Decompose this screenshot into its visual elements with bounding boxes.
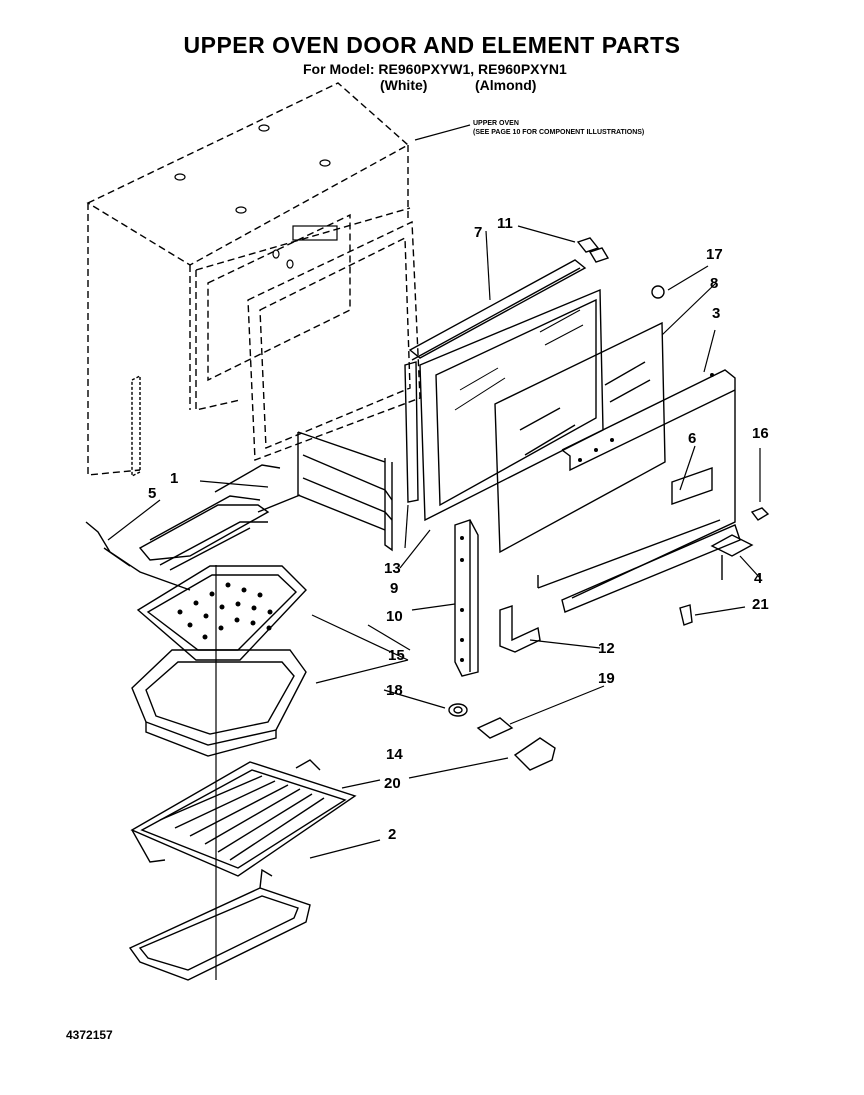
clip-21 [679,604,693,626]
callout-18: 18 [386,682,403,699]
callout-8: 8 [710,275,719,292]
callout-4: 4 [754,570,763,587]
side-panel-5 [85,521,191,591]
plate-19 [476,717,514,739]
variant-almond: (Almond) [475,77,537,93]
callout-3: 3 [712,305,721,322]
callout-21: 21 [752,596,769,613]
inner-door-frame-9 [419,288,604,522]
callout-11: 11 [497,215,513,232]
cavity-vent-strip [131,374,141,478]
upper-oven-note: UPPER OVEN (SEE PAGE 10 FOR COMPONENT IL… [473,119,644,137]
latch-plate-20 [513,737,556,771]
callout-17: 17 [706,246,723,263]
callout-1: 1 [170,470,179,487]
callout-20: 20 [384,775,401,792]
broil-rack-14 [130,759,357,877]
cavity-screw-holes [174,124,338,269]
broiler-pan-15 [131,649,307,757]
callout-5: 5 [148,485,157,502]
hinge-channel-holes [460,536,464,662]
bracket-12 [499,605,541,653]
page-title: UPPER OVEN DOOR AND ELEMENT PARTS [183,32,681,58]
screws-11 [576,237,610,263]
callout-2: 2 [388,826,397,843]
document-number: 4372157 [66,1028,113,1042]
callout-10: 10 [386,608,403,625]
callout-13: 13 [384,560,401,577]
outer-glass-8 [494,321,666,554]
callout-14: 14 [386,746,403,763]
glass-reflection [454,309,584,411]
side-trim-13 [404,361,419,503]
door-holes [578,373,714,462]
callout-7: 7 [474,224,483,241]
variant-white: (White) [380,77,428,93]
broiler-insert-holes [177,582,273,640]
callout-19: 19 [598,670,615,687]
upper-oven-cavity [86,82,421,476]
model-line: For Model: RE960PXYW1, RE960PXYN1 [303,61,567,77]
note-line-2: (SEE PAGE 10 FOR COMPONENT ILLUSTRATIONS… [473,129,645,136]
callout-15: 15 [388,647,405,664]
callout-12: 12 [598,640,615,657]
leader-lines [107,124,761,859]
hinge-4 [710,534,754,580]
grommet-18 [448,703,468,717]
callout-16: 16 [752,425,769,442]
rack-guide-13 [297,431,393,552]
bake-element-1 [138,464,301,571]
hinge-channel-10 [454,519,479,677]
clip-16 [750,507,770,521]
note-line-1: UPPER OVEN [473,120,519,127]
outer-door-3 [537,369,741,613]
door-trim-7 [408,259,587,361]
nut-17 [651,285,665,299]
callout-9: 9 [390,580,399,597]
callout-6: 6 [688,430,697,447]
broil-element-2 [128,868,311,981]
